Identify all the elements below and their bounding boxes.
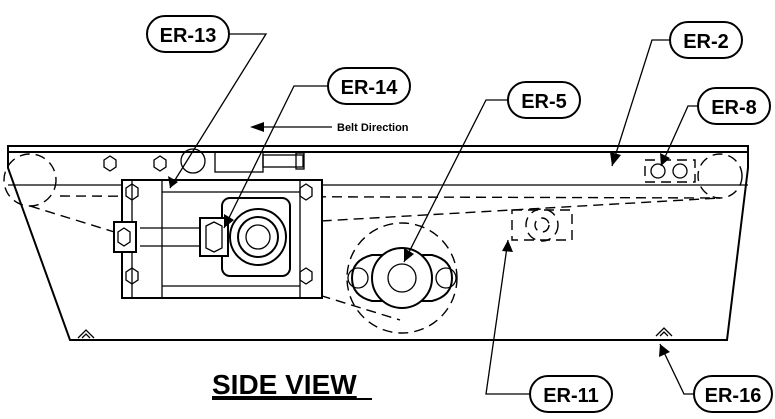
callout-er8-label: ER-8 xyxy=(711,97,757,119)
er8-bolts xyxy=(644,159,696,183)
leader-lines xyxy=(168,33,700,395)
er11-hidden-bearing xyxy=(511,208,573,242)
callout-er16-label: ER-16 xyxy=(705,385,762,407)
callout-er2: ER-2 xyxy=(669,21,743,59)
callout-er8: ER-8 xyxy=(697,87,771,125)
callout-er16: ER-16 xyxy=(693,375,773,413)
er5-bearing xyxy=(346,222,458,334)
callout-er14: ER-14 xyxy=(327,67,411,105)
callout-er2-label: ER-2 xyxy=(683,31,729,53)
callout-er5-label: ER-5 xyxy=(521,91,567,113)
callout-er13: ER-13 xyxy=(146,15,230,53)
er16-feet xyxy=(77,327,673,339)
view-title: SIDE VIEW xyxy=(212,369,357,400)
callout-er11: ER-11 xyxy=(529,375,613,413)
callout-er13-label: ER-13 xyxy=(160,25,217,47)
callout-er5: ER-5 xyxy=(507,81,581,119)
frame-bolts xyxy=(103,148,305,174)
belt-direction-label: Belt Direction xyxy=(337,122,409,134)
callout-er11-label: ER-11 xyxy=(543,385,599,407)
callout-er14-label: ER-14 xyxy=(341,77,399,99)
drive-assembly xyxy=(113,179,323,299)
